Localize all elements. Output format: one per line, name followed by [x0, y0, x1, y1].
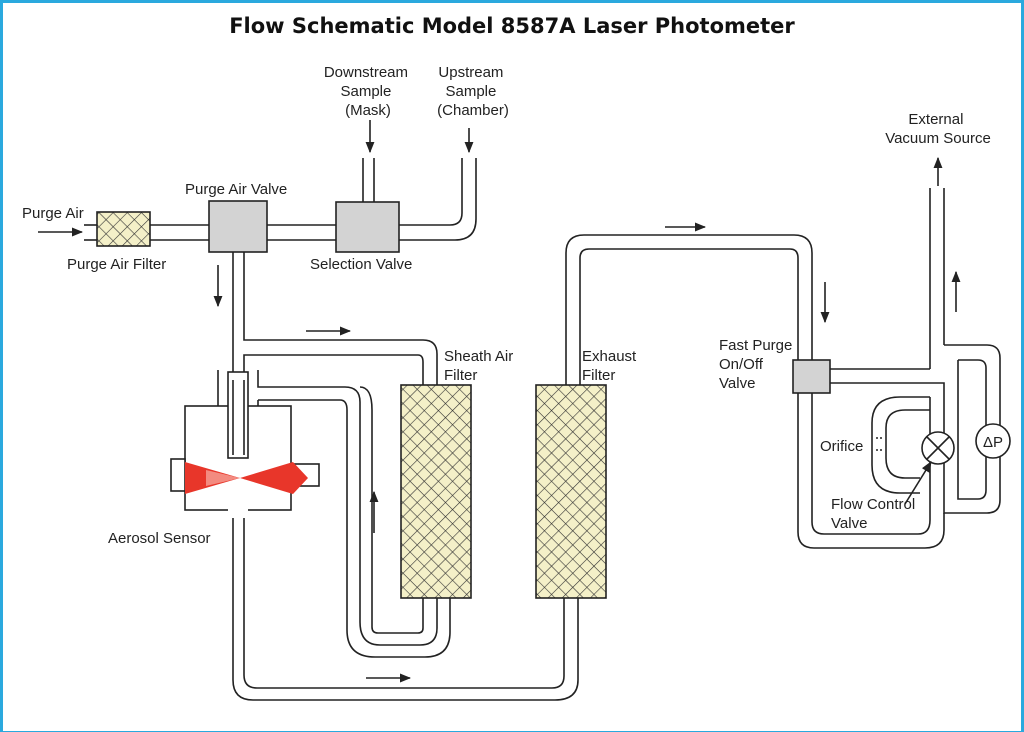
- label-purge-air-filter: Purge Air Filter: [67, 256, 166, 273]
- label-upstream-sample: Upstream Sample (Chamber): [437, 64, 509, 119]
- label-purge-air: Purge Air: [22, 205, 84, 222]
- tubing: [84, 158, 1001, 701]
- label-exhaust-filter: Exhaust Filter: [582, 348, 640, 384]
- exhaust-filter: [535, 384, 607, 599]
- label-purge-air-valve: Purge Air Valve: [185, 181, 287, 198]
- label-selection-valve: Selection Valve: [310, 256, 412, 273]
- label-downstream-sample: Downstream Sample (Mask): [324, 64, 412, 119]
- arrow-icon: [904, 461, 932, 505]
- selection-valve: [335, 201, 400, 253]
- delta-p-gauge: [975, 423, 1011, 459]
- laser-beam: [185, 462, 308, 494]
- sheath-air-filter: [400, 384, 472, 599]
- label-aerosol-sensor: Aerosol Sensor: [108, 530, 211, 547]
- label-fast-purge-valve: Fast Purge On/Off Valve: [719, 337, 797, 392]
- fast-purge-valve: [792, 359, 831, 394]
- label-orifice: Orifice: [820, 438, 863, 455]
- flow-control-valve-icon: [921, 431, 955, 465]
- flow-arrows: [38, 120, 961, 683]
- aerosol-sensor: [170, 371, 320, 518]
- label-external-vacuum: External Vacuum Source: [885, 111, 991, 147]
- diagram-title: Flow Schematic Model 8587A Laser Photome…: [229, 14, 795, 38]
- purge-air-filter: [96, 211, 151, 247]
- label-flow-control-valve: Flow Control Valve: [831, 496, 919, 532]
- purge-air-valve: [208, 200, 268, 253]
- label-sheath-air-filter: Sheath Air Filter: [444, 348, 517, 384]
- orifice: [876, 437, 883, 451]
- label-delta-p: ΔP: [983, 434, 1003, 451]
